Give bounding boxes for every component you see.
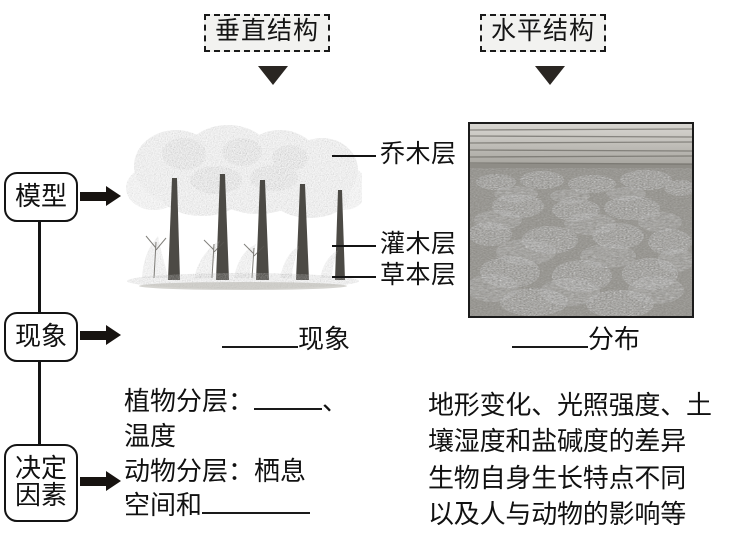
blank-plant-factor — [254, 408, 323, 410]
blank-animal-factor — [202, 512, 311, 515]
arrow-head — [106, 325, 121, 345]
arrow-shaft — [80, 331, 108, 340]
callout-label-herb-layer: 草本层 — [380, 262, 457, 289]
landscape-distribution-photo — [468, 122, 694, 318]
caption-horizontal-distribution: 分布 — [512, 327, 640, 353]
arrow-right-model-icon — [80, 186, 122, 206]
stage-box-determining-factor: 决定 因素 — [4, 444, 78, 522]
blank-vertical-phenomenon — [222, 346, 298, 348]
stage-label-factor-line2: 因素 — [14, 481, 67, 510]
callout-label-tree-layer: 乔木层 — [380, 141, 457, 168]
spine-phenomenon-to-factor — [38, 356, 41, 448]
horizontal-arrow-down-icon — [535, 66, 565, 85]
spine-model-to-phenomenon — [38, 216, 41, 316]
caption-vertical-suffix: 现象 — [298, 325, 351, 354]
factors-animal-line1: 动物分层：栖息 — [124, 456, 307, 486]
callout-line-shrub-layer — [332, 245, 376, 247]
stage-label-factor-line1: 决定 — [14, 454, 67, 484]
arrow-right-phenomenon-icon — [80, 325, 122, 345]
factors-plant-line1: 植物分层： 、 — [124, 385, 374, 420]
arrow-head — [106, 186, 121, 206]
arrow-head — [106, 471, 121, 491]
factors-right-line2: 壤湿度和盐碱度的差异 — [428, 427, 687, 457]
vertical-structure-tag: 垂直结构 — [204, 14, 331, 53]
factors-plant-line2: 温度 — [124, 421, 177, 451]
vertical-arrow-down-icon — [258, 66, 288, 85]
forest-layers-illustration — [124, 118, 362, 300]
callout-line-herb-layer — [332, 276, 376, 278]
factors-animal-prefix2: 空间和 — [124, 491, 203, 521]
arrow-shaft — [80, 477, 108, 486]
arrow-right-factor-icon — [80, 471, 122, 491]
factors-plant-prefix: 植物分层： — [124, 387, 255, 416]
stage-label-model: 模型 — [14, 181, 67, 211]
callout-line-tree-layer — [332, 155, 376, 157]
arrow-shaft — [80, 192, 108, 201]
callout-label-shrub-layer: 灌木层 — [380, 231, 457, 258]
factors-horizontal-structure: 地形变化、光照强度、土 壤湿度和盐碱度的差异 生物自身生长特点不同 以及人与动物… — [428, 388, 734, 534]
blank-horizontal-distribution — [512, 346, 588, 348]
stage-label-phenomenon: 现象 — [14, 321, 67, 351]
caption-horizontal-suffix: 分布 — [588, 325, 641, 354]
horizontal-structure-tag: 水平结构 — [480, 14, 607, 53]
factors-right-line4: 以及人与动物的影响等 — [428, 500, 687, 530]
factors-animal-line2: 空间和 — [124, 489, 374, 524]
stage-box-phenomenon: 现象 — [4, 312, 78, 362]
stage-box-model: 模型 — [4, 172, 78, 222]
factors-right-line1: 地形变化、光照强度、土 — [428, 391, 712, 420]
caption-vertical-phenomenon: 现象 — [222, 327, 350, 353]
factors-right-line3: 生物自身生长特点不同 — [428, 463, 687, 493]
factors-plant-separator: 、 — [322, 387, 349, 416]
factors-vertical-structure: 植物分层： 、 温度 动物分层：栖息 空间和 — [124, 385, 374, 524]
